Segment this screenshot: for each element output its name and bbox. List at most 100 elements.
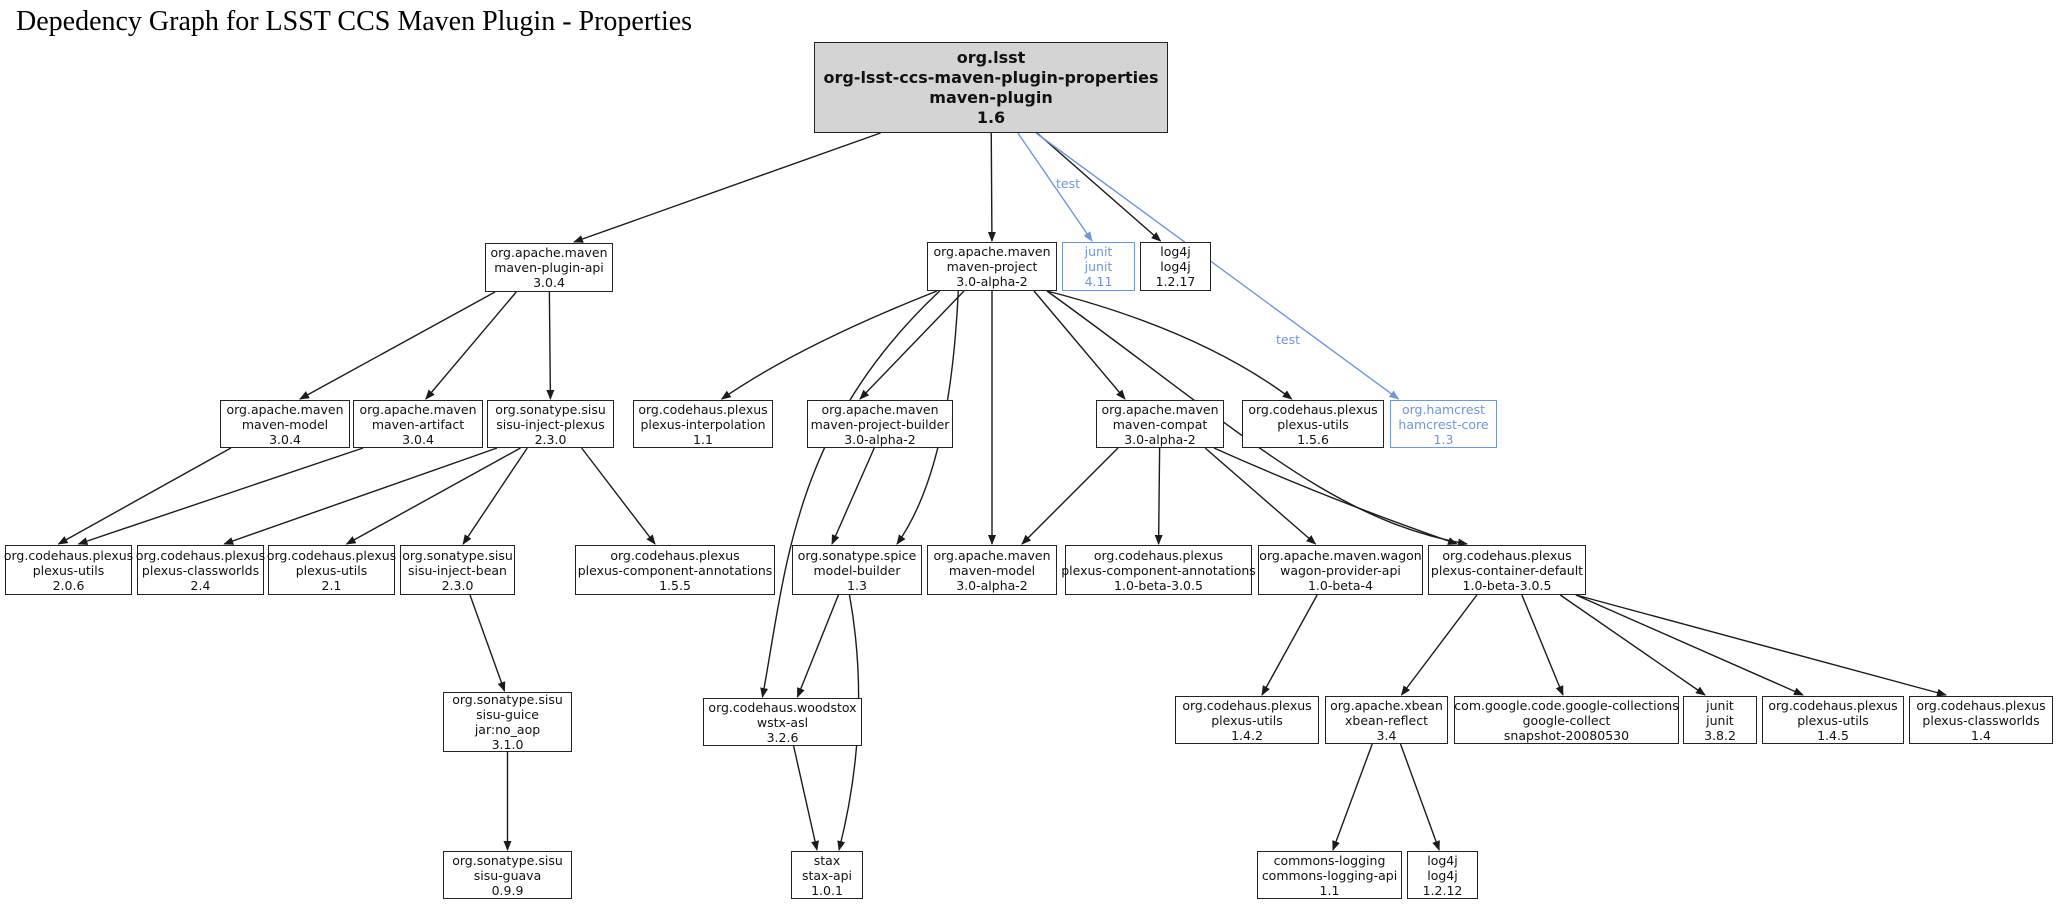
edge-maven-model-3-0-4--plexus-utils-2-0-6 (57, 447, 232, 545)
node-maven-compat-line: 3.0-alpha-2 (1124, 431, 1196, 447)
edge-maven-project--plexus-interpolation (720, 290, 938, 400)
node-hamcrest-core-line: org.hamcrest (1401, 401, 1486, 417)
node-plexus-utils-1-4-2-line: plexus-utils (1211, 712, 1283, 728)
edge-sisu-inject-plexus--plexus-component-annotations-1-5-5 (581, 447, 656, 545)
node-plexus-utils-1-4-5-line: plexus-utils (1797, 712, 1869, 728)
edge-plexus-container-default--junit-3-8-2 (1559, 594, 1706, 696)
node-org-lsst-ccs-maven-plugin-properties-line: org.lsst (956, 47, 1026, 67)
node-xbean-reflect-line: 3.4 (1376, 727, 1397, 743)
edge-maven-plugin-api--sisu-inject-plexus (546, 291, 555, 400)
edge-sisu-inject-plexus--plexus-utils-2-1 (345, 447, 521, 545)
node-log4j-1-2-12-line: log4j (1427, 852, 1458, 868)
node-sisu-guice-line: 3.1.0 (491, 737, 524, 752)
node-plexus-utils-1-4-5-line: 1.4.5 (1817, 727, 1849, 743)
node-maven-plugin-api-line: maven-plugin-api (494, 260, 604, 275)
node-stax-api-line: stax-api (801, 867, 853, 883)
node-maven-compat-line: org.apache.maven (1101, 401, 1219, 417)
node-maven-artifact-line: maven-artifact (371, 416, 465, 432)
edge-plexus-container-default--plexus-classworlds-1-4 (1575, 594, 1947, 697)
edge-maven-plugin-api--maven-model-3-0-4 (299, 291, 496, 400)
node-plexus-utils-2-0-6-line: 2.0.6 (52, 577, 85, 593)
node-org-lsst-ccs-maven-plugin-properties-line: org-lsst-ccs-maven-plugin-properties (823, 67, 1159, 87)
node-plexus-interpolation-line: org.codehaus.plexus (638, 401, 768, 417)
edge-xbean-reflect--commons-logging-api (1332, 743, 1373, 851)
edge-wagon-provider-api--plexus-utils-1-4-2 (1261, 594, 1318, 696)
node-junit-4-11-line: 4.11 (1084, 274, 1113, 289)
node-wagon-provider-api-line: org.apache.maven.wagon (1259, 547, 1422, 563)
edge-label-org-lsst-ccs-maven-plugin-properties--hamcrest-core: test (1276, 332, 1301, 347)
edge-maven-compat--maven-model-3-0-alpha-2 (1021, 447, 1119, 545)
node-maven-project-builder-line: maven-project-builder (810, 416, 950, 432)
edge-maven-project--maven-compat (1033, 290, 1126, 400)
edge-maven-project-builder--model-builder (831, 447, 875, 545)
node-maven-project-line: maven-project (946, 259, 1038, 274)
node-xbean-reflect-line: org.apache.xbean (1330, 697, 1443, 713)
node-plexus-component-annotations-1-5-5-line: org.codehaus.plexus (610, 547, 740, 563)
node-log4j-1-2-17-line: log4j (1160, 244, 1191, 259)
edge-org-lsst-ccs-maven-plugin-properties--maven-project (987, 132, 996, 242)
edge-maven-artifact--plexus-utils-2-0-6 (77, 447, 364, 545)
edge-plexus-container-default--plexus-utils-1-4-5 (1575, 594, 1804, 696)
node-stax-api-line: stax (813, 852, 841, 868)
node-plexus-classworlds-2-4-line: 2.4 (190, 577, 211, 593)
node-junit-3-8-2-line: junit (1706, 697, 1734, 713)
edge-plexus-container-default--xbean-reflect (1400, 594, 1478, 696)
node-plexus-utils-2-1-line: 2.1 (321, 577, 342, 593)
node-wagon-provider-api-line: wagon-provider-api (1280, 562, 1401, 578)
node-sisu-guice-line: jar:no_aop (474, 722, 541, 737)
edge-maven-project--plexus-container-default (1046, 290, 1468, 547)
node-sisu-guava-line: org.sonatype.sisu (452, 852, 563, 868)
graph-title: Depedency Graph for LSST CCS Maven Plugi… (16, 6, 693, 37)
edge-org-lsst-ccs-maven-plugin-properties--hamcrest-core (1035, 132, 1400, 400)
node-sisu-inject-bean-line: 2.3.0 (441, 577, 474, 593)
node-sisu-inject-plexus-line: sisu-inject-plexus (496, 416, 605, 432)
node-plexus-utils-1-5-6-line: org.codehaus.plexus (1248, 401, 1378, 417)
node-model-builder-line: org.sonatype.spice (797, 547, 917, 563)
node-plexus-utils-1-4-5-line: org.codehaus.plexus (1768, 697, 1898, 713)
node-plexus-classworlds-1-4-line: 1.4 (1971, 727, 1991, 743)
node-maven-project-builder-line: org.apache.maven (821, 401, 939, 417)
node-junit-4-11-line: junit (1084, 244, 1113, 259)
node-log4j-1-2-12-line: 1.2.12 (1422, 882, 1463, 898)
node-sisu-guava-line: 0.9.9 (491, 882, 524, 898)
node-wstx-asl-line: wstx-asl (756, 714, 809, 730)
node-log4j-1-2-12-line: log4j (1427, 867, 1458, 883)
node-maven-plugin-api-line: 3.0.4 (533, 275, 565, 290)
node-sisu-inject-bean-line: org.sonatype.sisu (402, 547, 513, 563)
node-commons-logging-api-line: commons-logging-api (1261, 867, 1398, 883)
node-plexus-classworlds-2-4-line: plexus-classworlds (141, 562, 260, 578)
node-maven-artifact-line: org.apache.maven (359, 401, 477, 417)
node-plexus-utils-2-1-line: plexus-utils (295, 562, 368, 578)
node-hamcrest-core-line: hamcrest-core (1398, 416, 1489, 432)
edge-xbean-reflect--log4j-1-2-12 (1399, 743, 1440, 851)
edge-maven-compat--plexus-container-default (1213, 447, 1458, 545)
node-model-builder-line: model-builder (813, 562, 901, 578)
node-commons-logging-api-line: 1.1 (1319, 882, 1340, 898)
node-sisu-inject-plexus-line: 2.3.0 (534, 431, 567, 447)
node-maven-artifact-line: 3.0.4 (402, 431, 434, 447)
node-plexus-container-default-line: plexus-container-default (1430, 562, 1584, 578)
node-plexus-component-annotations-1-5-5-line: 1.5.5 (659, 577, 691, 593)
node-maven-model-3-0-4-line: maven-model (241, 416, 329, 432)
edge-maven-project--maven-project-builder (859, 290, 965, 400)
edge-label-org-lsst-ccs-maven-plugin-properties--junit-4-11: test (1056, 176, 1081, 191)
node-plexus-container-default-line: org.codehaus.plexus (1442, 547, 1572, 563)
edge-maven-compat--wagon-provider-api (1204, 447, 1317, 545)
node-maven-model-3-0-4-line: org.apache.maven (226, 401, 344, 417)
node-maven-model-3-0-alpha-2-line: maven-model (948, 562, 1036, 578)
